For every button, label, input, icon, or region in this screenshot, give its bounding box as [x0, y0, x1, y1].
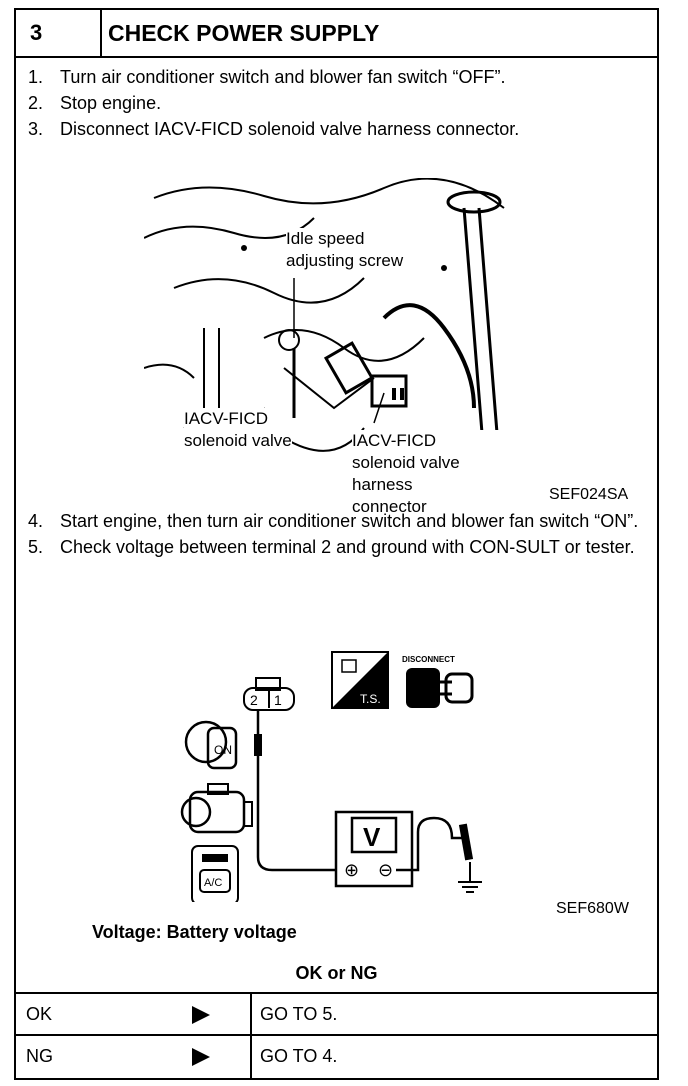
meter-minus: ⊖: [378, 860, 393, 881]
terminal-2-label: 2: [250, 692, 258, 708]
label-solenoid-valve: IACV-FICD solenoid valve: [184, 408, 292, 452]
instruction-list-2: 4.Start engine, then turn air conditione…: [28, 508, 648, 560]
result-label: OK: [26, 1004, 53, 1024]
meter-v-label: V: [363, 822, 381, 852]
instruction-item: 1.Turn air conditioner switch and blower…: [28, 67, 506, 87]
result-title: OK or NG: [295, 963, 378, 983]
result-label: NG: [26, 1046, 53, 1066]
instruction-item: 3.Disconnect IACV-FICD solenoid valve ha…: [28, 119, 520, 139]
engine-photo-figure: Idle speed adjusting screw IACV-FICD sol…: [143, 177, 514, 518]
result-row-ng: NG GO TO 4.: [16, 1036, 657, 1080]
ground-icon: [458, 881, 482, 893]
figure-code-2: SEF680W: [556, 900, 629, 917]
figure-code-1: SEF024SA: [549, 486, 629, 503]
label-harness-connector: IACV-FICD solenoid valve harness connect…: [352, 430, 514, 518]
instruction-list-1: 1.Turn air conditioner switch and blower…: [28, 64, 648, 142]
step-number: 3: [16, 10, 102, 56]
engine-fan-icon: [180, 783, 253, 834]
terminal-1-label: 1: [274, 692, 282, 708]
label-idle-screw: Idle speed adjusting screw: [286, 228, 404, 272]
arrow-right-icon: [192, 1006, 210, 1024]
voltmeter-icon: V ⊕ ⊖: [334, 810, 414, 888]
result-table: OK GO TO 5. NG GO TO 4.: [16, 992, 657, 1080]
result-action: GO TO 4.: [250, 1036, 337, 1080]
voltage-check-diagram: 2 1 T.S. DISCONNECT: [156, 642, 496, 905]
ts-icon: T.S.: [331, 651, 389, 709]
step-title: CHECK POWER SUPPLY: [108, 20, 380, 46]
instruction-item: 2.Stop engine.: [28, 93, 162, 113]
procedure-frame: 3 CHECK POWER SUPPLY 1.Turn air conditio…: [14, 8, 659, 1080]
ac-label: A/C: [204, 877, 222, 889]
ignition-key-icon: ON: [184, 720, 238, 770]
arrow-right-icon: [192, 1048, 210, 1066]
instruction-item: 5.Check voltage between terminal 2 and g…: [28, 537, 635, 557]
disconnect-label: DISCONNECT: [402, 655, 455, 664]
disconnect-icon: DISCONNECT: [402, 655, 474, 708]
voltage-spec: Voltage: Battery voltage: [92, 922, 297, 942]
probe-tip-icon: [254, 734, 262, 756]
result-action: GO TO 5.: [250, 994, 337, 1034]
key-on-label: ON: [214, 743, 232, 757]
connector-icon: 2 1: [243, 677, 295, 711]
step-header: 3 CHECK POWER SUPPLY: [16, 10, 657, 58]
meter-plus: ⊕: [344, 860, 359, 881]
result-row-ok: OK GO TO 5.: [16, 994, 657, 1036]
instruction-item: 4.Start engine, then turn air conditione…: [28, 511, 639, 531]
ts-label: T.S.: [360, 692, 381, 706]
ac-switch-icon: A/C: [191, 845, 239, 905]
